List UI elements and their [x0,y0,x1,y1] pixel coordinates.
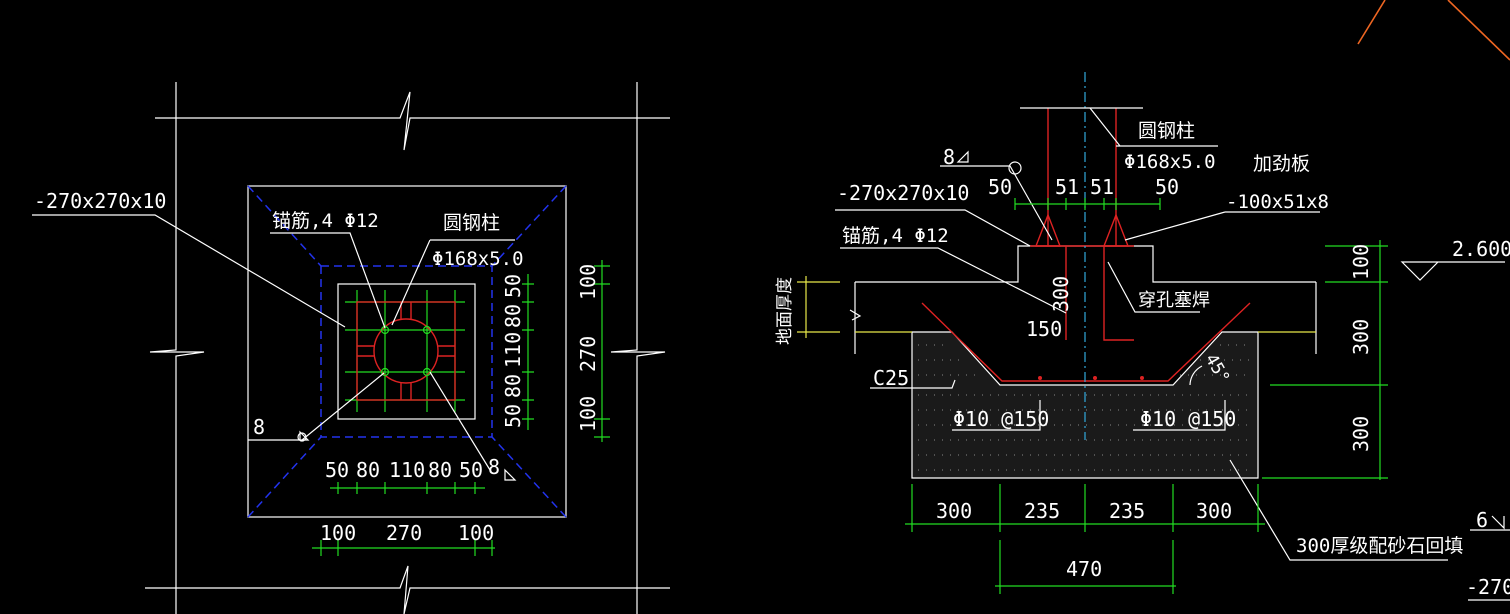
section-anchor-spec: 锚筋,4 Φ12 [842,225,949,247]
section-elevation: 2.600 [1452,237,1510,261]
plan-dims-right-outer: 100 270 100 [576,264,600,432]
svg-text:80: 80 [501,304,525,328]
section-rebar-left: Φ10 @150 [953,407,1049,431]
section-dim-50-left: 50 [988,175,1012,199]
edge-spec: -270 [1466,575,1510,599]
stiffener-plates [357,302,455,400]
section-dim-50-right: 50 [1155,175,1179,199]
svg-text:300: 300 [936,499,972,523]
plan-dims-bottom-inner: 50 80 110 80 50 [325,458,483,482]
ground-thickness-dim [797,276,840,338]
section-rebar-right: Φ10 @150 [1140,407,1236,431]
anchor-holes [380,325,432,377]
section-dim-51-left: 51 [1055,175,1079,199]
column-walls [1047,108,1134,341]
round-steel-column [373,318,439,384]
plan-column-spec: Φ168x5.0 [432,248,524,270]
anchor-grid [345,290,465,412]
svg-text:235: 235 [1109,499,1145,523]
section-dims-right: 100 300 300 [1349,244,1373,452]
plan-view: -270x270x10 锚筋,4 Φ12 圆钢柱 Φ168x5.0 8 8 50… [32,82,670,614]
svg-text:50: 50 [325,458,349,482]
svg-text:300: 300 [1349,319,1373,355]
dim-line-top [1014,198,1161,210]
edge-leaders [1468,515,1510,601]
svg-text:110: 110 [501,332,525,368]
elevation-marker [1400,261,1505,281]
svg-text:235: 235 [1024,499,1060,523]
plan-weld-right: 8 [488,455,500,479]
pedestal-dashed [320,265,493,438]
concrete-body [911,331,1259,479]
rebar-dots [1038,376,1144,380]
dim-line-right [1262,240,1388,480]
section-dim-150: 150 [1026,317,1062,341]
section-stiffener-name: 加劲板 [1253,153,1310,175]
section-dim-300-vertical: 300 [1049,276,1073,312]
section-concrete: C25 [873,366,909,390]
foundation-outline [247,185,567,518]
svg-text:110: 110 [389,458,425,482]
svg-text:80: 80 [501,374,525,398]
dim-line-bottom [905,484,1265,594]
stiffener-box [356,301,456,401]
section-dim-51-right: 51 [1090,175,1114,199]
orange-lines [1357,0,1510,61]
edge-fragments: 6 -270 [1357,0,1510,601]
plan-weld-left: 8 [253,415,265,439]
plan-dim-line-bottom-inner [330,482,485,494]
section-plug-weld: 穿孔塞焊 [1138,290,1210,311]
plan-dim-line-right-outer [594,260,610,442]
section-dim-total: 470 [1066,557,1102,581]
base-plate [337,283,476,420]
svg-text:100: 100 [320,521,356,545]
svg-text:270: 270 [386,521,422,545]
pedestal-slope-lines [247,185,567,518]
section-column-spec: Φ168x5.0 [1124,151,1216,173]
svg-text:300: 300 [1349,416,1373,452]
svg-text:100: 100 [576,396,600,432]
concrete-stipple [918,344,1252,471]
section-leaders [835,107,1448,561]
section-view: 8 50 51 51 50 圆钢柱 Φ168x5.0 加劲板 -100x51x8… [775,72,1510,594]
weld-circle [1008,161,1022,175]
wall-outline [145,82,670,614]
svg-text:50: 50 [501,274,525,298]
section-dims-bottom: 300 235 235 300 [936,499,1232,523]
plan-dim-line-bottom-outer [312,540,495,556]
svg-text:80: 80 [428,458,452,482]
svg-text:270: 270 [576,336,600,372]
section-stiffener-spec: -100x51x8 [1226,191,1329,213]
plan-dims-right-inner: 50 80 110 80 50 [501,274,525,428]
section-weld-size: 8 [943,145,955,169]
svg-text:100: 100 [458,521,494,545]
svg-text:100: 100 [576,264,600,300]
plan-dim-line-right-inner [522,274,534,430]
angle-arc [1189,365,1203,386]
section-plate-spec: -270x270x10 [837,181,969,205]
plan-column-name: 圆钢柱 [443,212,500,234]
svg-text:80: 80 [356,458,380,482]
svg-text:100: 100 [1349,244,1373,280]
weld-circle-left [297,432,307,442]
stiffener-plates [1034,213,1130,247]
plan-plate-spec: -270x270x10 [34,189,166,213]
svg-text:300: 300 [1196,499,1232,523]
svg-text:50: 50 [459,458,483,482]
plan-dims-bottom-outer: 100 270 100 [320,521,494,545]
section-ground-thickness: 地面厚度 [775,277,795,345]
svg-text:50: 50 [501,404,525,428]
section-column-name: 圆钢柱 [1138,120,1195,142]
plan-anchor-spec: 锚筋,4 Φ12 [272,210,379,232]
section-backfill: 300厚级配砂石回填 [1296,535,1463,557]
edge-weld: 6 [1476,508,1488,532]
